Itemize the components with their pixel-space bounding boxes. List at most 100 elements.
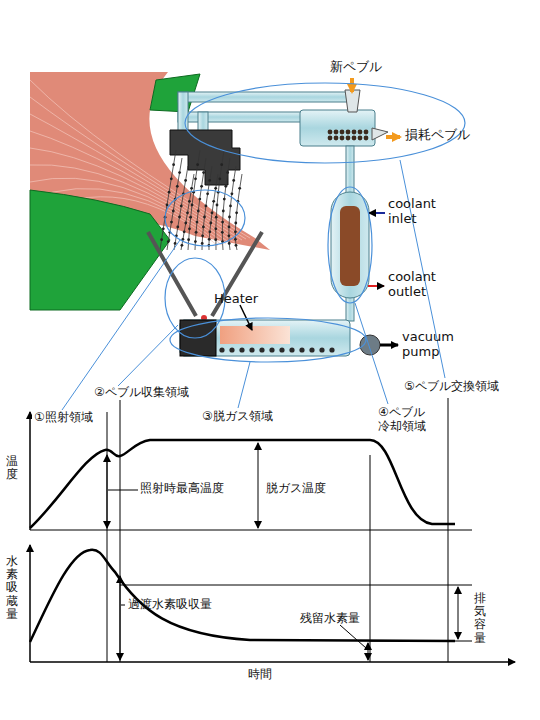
- pebbles: [328, 130, 369, 141]
- degas-chamber: [180, 320, 350, 356]
- pebble: [340, 136, 345, 141]
- axis-label: 時間: [248, 668, 272, 682]
- pebble: [364, 136, 369, 141]
- pebble: [211, 211, 214, 214]
- pebble: [234, 222, 237, 225]
- pebble: [188, 200, 191, 203]
- arrow-in: [350, 78, 354, 92]
- pebble: [269, 347, 274, 352]
- pebble: [166, 204, 169, 207]
- pebble: [195, 231, 198, 234]
- pebble: [231, 192, 234, 195]
- pebble: [201, 242, 204, 245]
- annotation: 排気容量: [474, 592, 486, 645]
- pebble: [184, 222, 187, 225]
- pebble: [309, 347, 314, 352]
- pebble: [229, 205, 232, 208]
- pebble: [189, 216, 192, 219]
- pebble: [249, 347, 254, 352]
- pebble-stream: [195, 158, 206, 250]
- annotation: 過渡水素吸収量: [128, 598, 212, 612]
- pebble: [358, 130, 363, 135]
- pebble: [180, 205, 183, 208]
- region-label: ④ペブル 冷却領域: [376, 406, 446, 434]
- pebble: [200, 185, 203, 188]
- pebble: [229, 347, 234, 352]
- pebble-stream: [229, 166, 236, 250]
- coolant-arrow: [368, 285, 384, 287]
- pebble: [170, 177, 173, 180]
- pebble-stream: [181, 174, 194, 250]
- pebble: [206, 192, 209, 195]
- pebble: [215, 216, 218, 219]
- pebble: [328, 130, 333, 135]
- pebble: [239, 347, 244, 352]
- region-label: ⑤ペブル交換領域: [402, 380, 501, 394]
- pebble: [220, 163, 223, 166]
- pebble: [201, 234, 204, 237]
- pebble: [205, 205, 208, 208]
- pebble: [299, 347, 304, 352]
- pebble: [221, 221, 224, 224]
- exchange-box: [300, 110, 375, 146]
- hopper: [345, 90, 360, 112]
- pebbles: [219, 347, 334, 352]
- pebble: [214, 227, 217, 230]
- pebble: [170, 221, 173, 224]
- pebble: [218, 177, 221, 180]
- pebble-stream: [188, 150, 200, 250]
- pebble: [234, 238, 237, 241]
- part-label: coolant inlet: [388, 197, 448, 227]
- pebble: [162, 227, 165, 230]
- pebble: [334, 136, 339, 141]
- heater: [220, 326, 290, 344]
- pebble: [222, 210, 225, 213]
- pebble: [198, 198, 201, 201]
- pebble: [216, 204, 219, 207]
- coolant-arrow: [369, 212, 385, 214]
- pebble-stream: [222, 158, 230, 250]
- annotation: 照射時最高温度: [140, 482, 224, 496]
- pebble: [279, 347, 284, 352]
- pebble: [346, 130, 351, 135]
- axis-label: 温度: [6, 455, 18, 481]
- pebble: [172, 163, 175, 166]
- arrow-out: [386, 135, 400, 139]
- part-label: Heater: [214, 292, 258, 307]
- pebble: [194, 240, 197, 243]
- part-label: coolant outlet: [388, 270, 448, 300]
- temperature-curve: [30, 440, 455, 528]
- pebble-bed: [340, 206, 360, 286]
- axis-label: 水素吸蔵量: [6, 555, 18, 621]
- pebble: [208, 238, 211, 241]
- pebble: [352, 136, 357, 141]
- region-outline: [165, 83, 465, 362]
- pebble-stream: [202, 166, 212, 250]
- pebble: [223, 198, 226, 201]
- dimension-arrows: [107, 443, 458, 660]
- pebble: [176, 226, 179, 229]
- pebble: [196, 221, 199, 224]
- leader-lines: [62, 160, 445, 410]
- pebble: [168, 191, 171, 194]
- region-label: ③脱ガス領域: [200, 410, 275, 424]
- pebble: [178, 216, 181, 219]
- graph-axes: [30, 398, 515, 662]
- pebble: [334, 130, 339, 135]
- pebble: [209, 222, 212, 225]
- pipe: [178, 92, 188, 132]
- pebble: [232, 179, 235, 182]
- pebble: [259, 347, 264, 352]
- pebble: [319, 347, 324, 352]
- leader: [240, 305, 252, 330]
- pebble: [208, 179, 211, 182]
- pebble: [219, 347, 224, 352]
- pebble: [235, 244, 238, 247]
- pebble: [329, 347, 334, 352]
- pebble: [346, 136, 351, 141]
- pipe: [178, 112, 303, 122]
- pebble: [176, 185, 179, 188]
- pebble: [289, 347, 294, 352]
- pipe: [178, 92, 348, 102]
- exhaust-arrow: [380, 344, 398, 347]
